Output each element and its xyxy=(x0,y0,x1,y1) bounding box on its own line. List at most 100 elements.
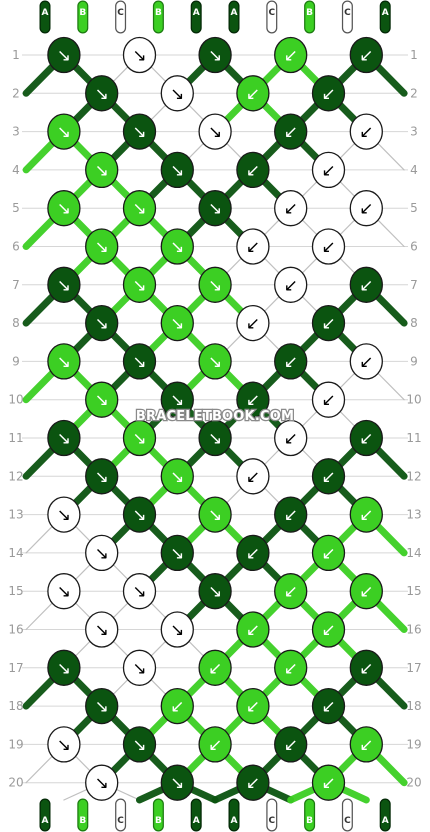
knot-dark-green xyxy=(122,343,157,380)
row-number-left: 11 xyxy=(8,431,23,445)
arrow-down-left-icon: ↙ xyxy=(246,697,260,717)
row-number-right: 2 xyxy=(410,86,418,100)
arrow-down-right-icon: ↘ xyxy=(208,276,222,296)
arrow-down-right-icon: ↘ xyxy=(57,123,71,143)
top-strand-label: B xyxy=(306,8,313,18)
row-number-right: 1 xyxy=(410,48,418,62)
row-number-left: 16 xyxy=(8,623,23,637)
knot-dark-green xyxy=(160,151,194,189)
top-strand-label: C xyxy=(344,8,351,18)
knot-dark-green xyxy=(349,36,383,74)
arrow-down-left-icon: ↙ xyxy=(284,735,298,755)
knot-light-green xyxy=(198,726,232,763)
arrow-down-left-icon: ↙ xyxy=(321,314,335,334)
row-number-right: 15 xyxy=(406,584,421,598)
knot-light-green xyxy=(349,726,383,763)
knot-dark-green xyxy=(85,687,119,725)
arrow-down-left-icon: ↙ xyxy=(246,467,260,487)
knot-white xyxy=(349,190,383,227)
bottom-strand-label: A xyxy=(382,816,389,826)
bottom-strand-label: A xyxy=(193,816,200,826)
arrow-down-right-icon: ↘ xyxy=(170,314,184,334)
arrow-down-right-icon: ↘ xyxy=(95,84,109,104)
arrow-down-left-icon: ↙ xyxy=(208,735,222,755)
knot-dark-green xyxy=(198,573,232,610)
knot-dark-green xyxy=(122,113,157,150)
arrow-down-left-icon: ↙ xyxy=(359,582,373,602)
knot-dark-green xyxy=(349,649,383,686)
arrow-down-left-icon: ↙ xyxy=(359,276,373,296)
knot-white xyxy=(160,611,194,648)
knot-dark-green xyxy=(274,496,308,533)
knot-light-green xyxy=(311,534,346,572)
row-number-right: 3 xyxy=(410,125,418,139)
arrow-down-right-icon: ↘ xyxy=(95,774,109,794)
arrow-down-right-icon: ↘ xyxy=(57,352,71,372)
knot-dark-green xyxy=(85,458,119,495)
knot-dark-green xyxy=(311,458,346,495)
arrow-down-right-icon: ↘ xyxy=(170,544,184,564)
arrow-down-right-icon: ↘ xyxy=(132,46,146,66)
arrow-down-left-icon: ↙ xyxy=(321,238,335,258)
arrow-down-right-icon: ↘ xyxy=(170,774,184,794)
arrow-down-left-icon: ↙ xyxy=(246,621,260,641)
arrow-down-right-icon: ↘ xyxy=(57,46,71,66)
knot-dark-green xyxy=(311,75,346,112)
knot-white xyxy=(122,36,157,74)
knot-light-green xyxy=(198,266,232,303)
arrow-down-right-icon: ↘ xyxy=(208,352,222,372)
arrow-down-right-icon: ↘ xyxy=(132,123,146,143)
row-number-left: 14 xyxy=(8,546,23,560)
arrow-down-left-icon: ↙ xyxy=(321,84,335,104)
row-number-left: 5 xyxy=(12,201,20,215)
arrow-down-left-icon: ↙ xyxy=(321,697,335,717)
arrow-down-left-icon: ↙ xyxy=(359,735,373,755)
knot-dark-green xyxy=(349,419,383,457)
row-number-right: 10 xyxy=(406,393,421,407)
arrow-down-right-icon: ↘ xyxy=(170,391,184,411)
arrow-down-right-icon: ↘ xyxy=(132,659,146,679)
arrow-down-left-icon: ↙ xyxy=(246,84,260,104)
arrow-down-right-icon: ↘ xyxy=(95,161,109,181)
arrow-down-right-icon: ↘ xyxy=(95,238,109,258)
knot-white xyxy=(311,151,346,189)
knot-light-green xyxy=(160,687,194,725)
knot-light-green xyxy=(236,611,270,648)
arrow-down-left-icon: ↙ xyxy=(321,774,335,794)
knot-white xyxy=(236,304,270,342)
row-number-left: 15 xyxy=(8,584,23,598)
row-number-right: 17 xyxy=(406,661,421,675)
knot-white xyxy=(122,573,157,610)
knot-light-green xyxy=(349,496,383,533)
row-number-left: 6 xyxy=(12,240,20,254)
top-strand-label: B xyxy=(155,8,162,18)
arrow-down-left-icon: ↙ xyxy=(284,352,298,372)
arrow-down-left-icon: ↙ xyxy=(359,429,373,449)
knot-dark-green xyxy=(85,75,119,112)
bottom-strand-label: C xyxy=(344,816,351,826)
arrow-down-left-icon: ↙ xyxy=(246,161,260,181)
top-strand-label: C xyxy=(117,8,124,18)
knot-light-green xyxy=(274,649,308,686)
knot-light-green xyxy=(47,343,81,380)
arrow-down-left-icon: ↙ xyxy=(359,199,373,219)
arrow-down-right-icon: ↘ xyxy=(95,314,109,334)
watermark-text: BRACELETBOOK.COM xyxy=(136,409,294,424)
knot-light-green xyxy=(85,151,119,189)
arrow-down-left-icon: ↙ xyxy=(284,123,298,143)
row-number-right: 5 xyxy=(410,201,418,215)
arrow-down-left-icon: ↙ xyxy=(246,774,260,794)
arrow-down-left-icon: ↙ xyxy=(284,199,298,219)
knot-grid: ↘↘↘↙↙↘↘↙↙↘↘↘↙↙↘↘↙↙↘↘↘↙↙↘↘↙↙↘↘↘↙↙↘↘↙↙↘↘↘↙… xyxy=(47,36,383,801)
knot-light-green xyxy=(274,573,308,610)
arrow-down-right-icon: ↘ xyxy=(132,429,146,449)
top-strand-label: A xyxy=(231,8,238,18)
knot-dark-green xyxy=(47,649,81,686)
knot-dark-green xyxy=(349,266,383,303)
knot-white xyxy=(198,113,232,150)
knot-white xyxy=(122,649,157,686)
knot-light-green xyxy=(47,190,81,227)
knot-light-green xyxy=(311,611,346,648)
knot-light-green xyxy=(236,687,270,725)
